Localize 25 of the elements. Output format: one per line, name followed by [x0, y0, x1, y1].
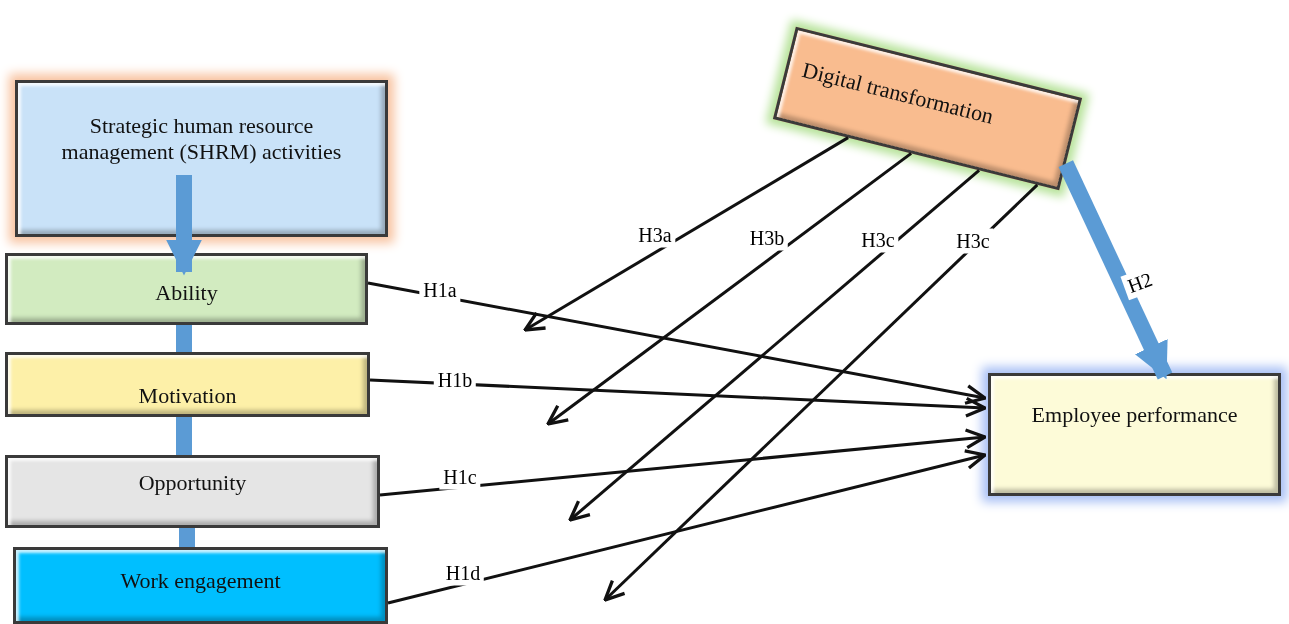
- process-box: [15, 80, 388, 237]
- thick-connector: [176, 325, 192, 352]
- node-label: Opportunity: [138, 470, 247, 497]
- thick-arrow: [166, 175, 202, 276]
- arrow: [379, 428, 987, 497]
- process-box: [5, 352, 370, 417]
- thick-connector: [179, 528, 195, 547]
- process-box: [13, 547, 388, 624]
- arrow: [387, 449, 987, 605]
- thick-arrow: [1058, 160, 1173, 380]
- arrow: [568, 169, 981, 522]
- node-label: Work engagement: [120, 568, 281, 595]
- arrow: [367, 281, 987, 405]
- process-box: [988, 373, 1281, 496]
- node-label: Motivation: [138, 383, 237, 410]
- process-box: [5, 455, 380, 528]
- arrow: [523, 136, 849, 332]
- thick-connector: [176, 417, 192, 455]
- node-label: Employee performance: [1031, 402, 1238, 429]
- arrow: [546, 152, 913, 426]
- node-label: Strategic human resource management (SHRM) activities: [60, 113, 343, 166]
- arrow: [369, 378, 987, 418]
- process-box: [5, 253, 368, 325]
- arrow: [603, 183, 1039, 602]
- node-label: Ability: [155, 280, 218, 307]
